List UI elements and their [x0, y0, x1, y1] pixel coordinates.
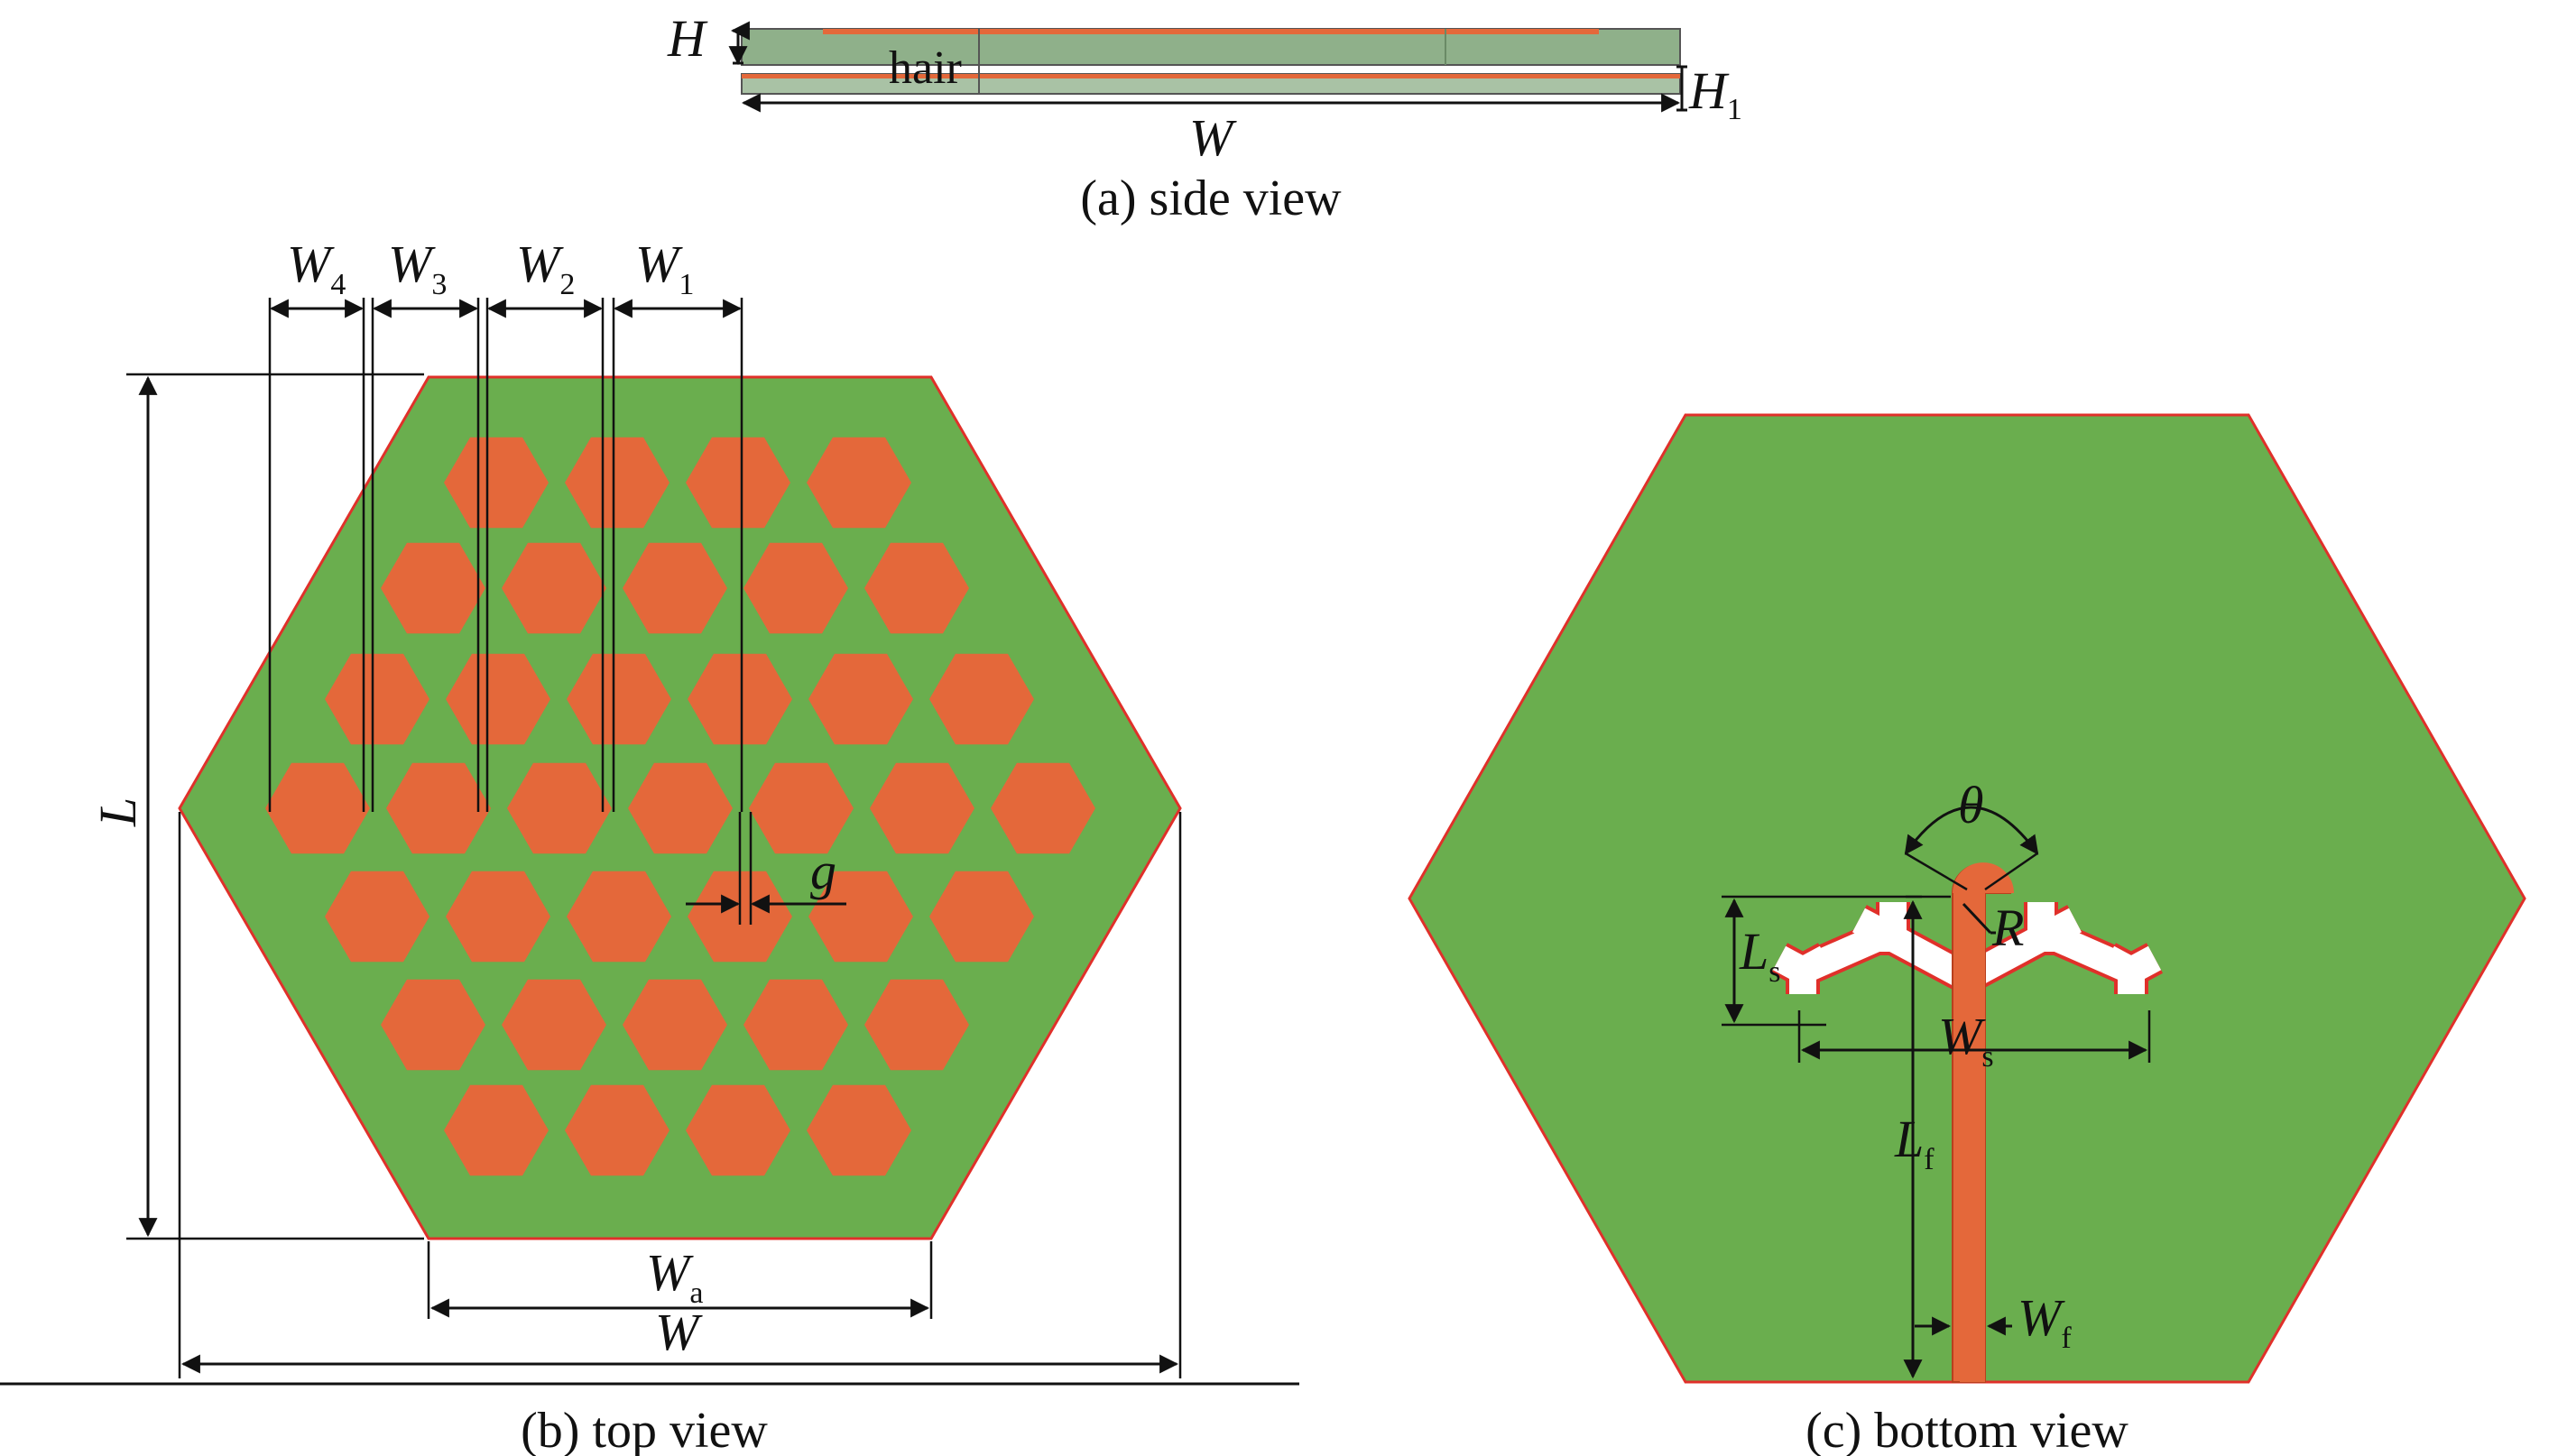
patch-hexagon: [565, 1084, 670, 1176]
patch-hexagon: [325, 653, 429, 745]
side-view: H hair H1 W (a) side view: [667, 9, 1742, 226]
patch-hexagon: [623, 979, 727, 1071]
side-label-W: W: [1189, 108, 1237, 167]
patch-hexagon: [623, 542, 727, 634]
patch-hexagon: [381, 542, 485, 634]
bottom-label-Wf: Wf: [2018, 1288, 2072, 1355]
patch-hexagon: [807, 437, 911, 529]
side-top-patch-layer: [823, 29, 1599, 34]
patch-hexagon: [864, 542, 969, 634]
patch-hexagon: [567, 653, 671, 745]
patch-hexagon: [870, 762, 974, 854]
top-label-g: g: [810, 842, 836, 900]
top-label-W2: W2: [516, 235, 575, 301]
bottom-label-theta: θ: [1958, 776, 1984, 834]
bottom-label-Lf: Lf: [1894, 1110, 1935, 1176]
side-label-hair: hair: [889, 42, 962, 94]
angle-theta-arc: [1904, 806, 2039, 855]
patch-hexagon: [446, 871, 550, 963]
side-label-H1: H1: [1688, 61, 1742, 126]
patch-hexagon: [567, 871, 671, 963]
top-label-Wa: Wa: [646, 1243, 703, 1310]
patch-hexagon: [628, 762, 733, 854]
patch-hexagon: [808, 871, 913, 963]
patch-hexagon: [502, 542, 606, 634]
patch-hexagon: [991, 762, 1095, 854]
patch-hexagon: [446, 653, 550, 745]
patch-hexagon: [502, 979, 606, 1071]
patch-hexagon: [265, 762, 370, 854]
patch-hexagon: [743, 542, 848, 634]
top-label-W4: W4: [287, 235, 346, 301]
patch-hexagon: [444, 1084, 549, 1176]
patch-hexagon: [507, 762, 612, 854]
bottom-label-R: R: [1991, 898, 2024, 957]
caption-bottom-view: (c) bottom view: [1805, 1403, 2129, 1456]
ground-slot: [1770, 902, 2164, 994]
caption-side-view: (a) side view: [1080, 170, 1342, 226]
patch-hexagon: [743, 979, 848, 1071]
patch-hexagon: [565, 437, 670, 529]
patch-hexagon: [864, 979, 969, 1071]
patch-hexagon: [686, 437, 790, 529]
top-view: W4 W3 W2 W1 L g Wa W (b) top view: [0, 235, 1299, 1456]
patch-hexagon: [807, 1084, 911, 1176]
bottom-label-Ws: Ws: [1938, 1007, 1994, 1074]
patch-hexagon: [444, 437, 549, 529]
patch-hexagon: [749, 762, 854, 854]
side-ground-layer: [742, 74, 1680, 78]
patch-hexagon: [386, 762, 491, 854]
patch-hexagon: [381, 979, 485, 1071]
patch-hexagon: [688, 653, 792, 745]
patch-hexagon: [686, 1084, 790, 1176]
bottom-label-Ls: Ls: [1739, 922, 1781, 989]
top-label-L: L: [88, 797, 147, 827]
patch-hexagon: [929, 871, 1034, 963]
top-label-W1: W1: [635, 235, 694, 301]
side-label-H: H: [667, 9, 708, 68]
patch-hexagon: [808, 653, 913, 745]
top-label-W3: W3: [388, 235, 447, 301]
patch-hexagon: [929, 653, 1034, 745]
top-width-extensions: [268, 298, 743, 812]
patch-hexagon: [325, 871, 429, 963]
bottom-view: θ R Ls Ws Lf Wf (c) bottom view: [1408, 413, 2526, 1456]
top-patch-array: [265, 437, 1095, 1176]
caption-top-view: (b) top view: [521, 1403, 768, 1456]
top-label-W: W: [655, 1303, 703, 1361]
